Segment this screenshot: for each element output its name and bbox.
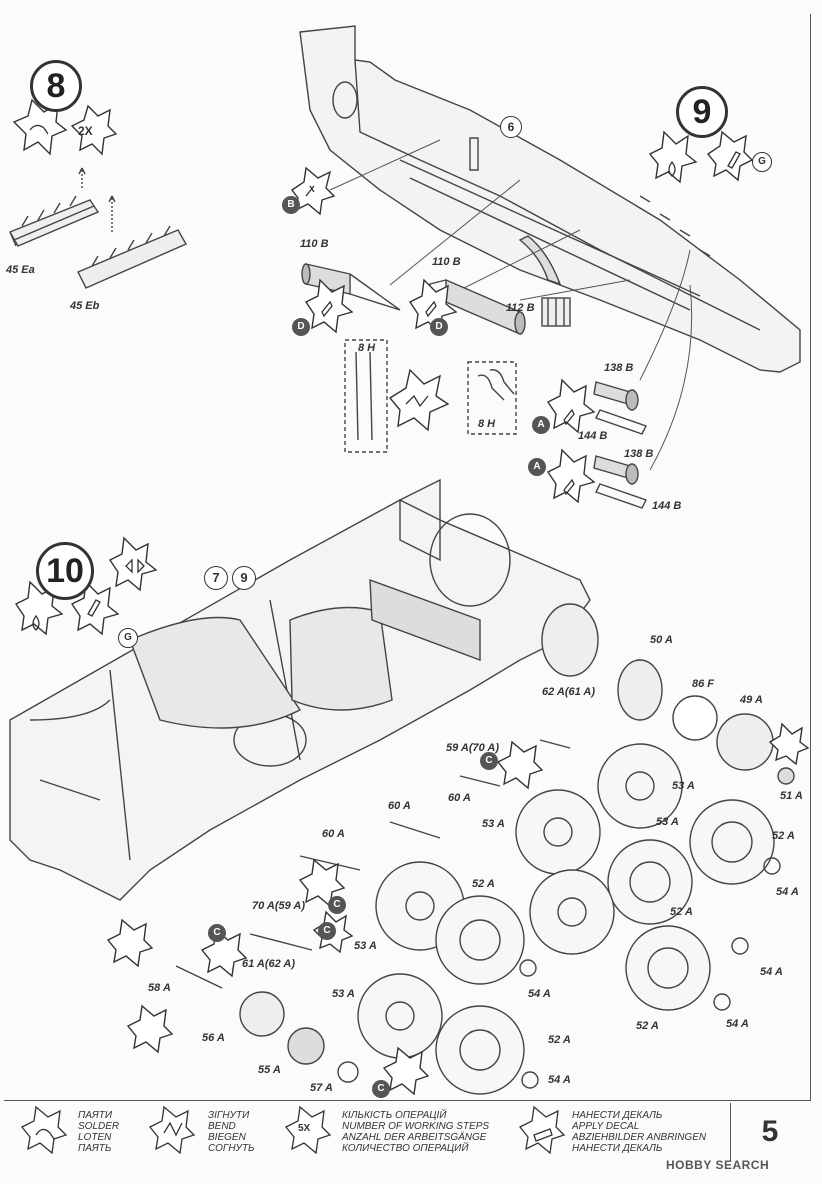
steps-icon (284, 1105, 332, 1155)
label-54a-2: 54 A (760, 966, 783, 978)
label-58a: 58 A (148, 982, 171, 994)
part-138b-144b-upper (593, 381, 647, 435)
step-10-number: 10 (36, 542, 94, 600)
label-144b-1: 144 B (578, 430, 608, 442)
bend-icon (148, 1105, 196, 1155)
label-62a61a: 62 A(61 A) (542, 686, 595, 698)
part-138b-144b-lower (593, 455, 647, 509)
label-138b-1: 138 B (604, 362, 634, 374)
legend-steps-badge: 5X (298, 1123, 311, 1134)
shell-110b-2 (429, 278, 526, 336)
callout-a-1: A (532, 416, 550, 434)
label-52a-1: 52 A (772, 830, 795, 842)
step-8-multiplier: 2X (78, 124, 93, 138)
label-144b-2: 144 B (652, 500, 682, 512)
label-61a62a: 61 A(62 A) (242, 958, 295, 970)
shell-110b-1 (301, 263, 401, 311)
watermark: HOBBY SEARCH (666, 1158, 770, 1172)
label-86f: 86 F (692, 678, 715, 690)
label-53a-3: 53 A (656, 816, 679, 828)
label-52a-4: 52 A (636, 1020, 659, 1032)
label-53a-4: 53 A (354, 940, 377, 952)
label-70a59a: 70 A(59 A) (252, 900, 305, 912)
label-53a-1: 53 A (672, 780, 695, 792)
label-110b-2: 110 B (432, 256, 461, 268)
label-54a-4: 54 A (726, 1018, 749, 1030)
label-112b: 112 B (506, 302, 535, 314)
step-9-number: 9 (676, 86, 728, 138)
ref-step-6: 6 (500, 116, 522, 138)
callout-c-3: C (208, 924, 226, 942)
label-54a-5: 54 A (548, 1074, 571, 1086)
label-52a-2: 52 A (472, 878, 495, 890)
label-45eb: 45 Eb (70, 300, 100, 312)
page-number: 5 (730, 1103, 809, 1161)
label-45ea: 45 Ea (6, 264, 35, 276)
label-110b-1: 110 B (300, 238, 329, 250)
callout-d-1: D (292, 318, 310, 336)
label-51a: 51 A (780, 790, 803, 802)
label-60a-2: 60 A (388, 800, 411, 812)
label-55a: 55 A (258, 1064, 281, 1076)
step-8-number: 8 (30, 60, 82, 112)
label-53a-2: 53 A (482, 818, 505, 830)
label-8h-1: 8 H (358, 342, 376, 354)
label-8h-2: 8 H (478, 418, 496, 430)
label-53a-5: 53 A (332, 988, 355, 1000)
track-links-45eb (77, 225, 187, 289)
label-60a-3: 60 A (322, 828, 345, 840)
label-50a: 50 A (650, 634, 673, 646)
track-links-45ea (8, 195, 100, 247)
upper-hull-side (299, 25, 801, 373)
callout-c-4: C (318, 922, 336, 940)
lower-hull (9, 478, 591, 901)
ref-step-7: 7 (204, 566, 228, 590)
callout-b: B (282, 196, 300, 214)
label-49a: 49 A (740, 694, 763, 706)
label-57a: 57 A (310, 1082, 333, 1094)
step-10-badge: G (118, 628, 138, 648)
label-60a-1: 60 A (448, 792, 471, 804)
callout-c-1: C (480, 752, 498, 770)
label-54a-3: 54 A (528, 988, 551, 1000)
road-wheels (357, 743, 775, 1095)
label-59a70a: 59 A(70 A) (446, 742, 499, 754)
callout-c-2: C (328, 896, 346, 914)
part-8h-frame (344, 339, 388, 453)
label-52a-3: 52 A (670, 906, 693, 918)
label-52a-5: 52 A (548, 1034, 571, 1046)
callout-a-2: A (528, 458, 546, 476)
label-138b-2: 138 B (624, 448, 654, 460)
label-56a: 56 A (202, 1032, 225, 1044)
part-8h-box (467, 361, 517, 435)
ref-step-9: 9 (232, 566, 256, 590)
label-54a-1: 54 A (776, 886, 799, 898)
decal-icon (518, 1105, 566, 1155)
callout-d-2: D (430, 318, 448, 336)
callout-c-5: C (372, 1080, 390, 1098)
step-9-badge: G (752, 152, 772, 172)
